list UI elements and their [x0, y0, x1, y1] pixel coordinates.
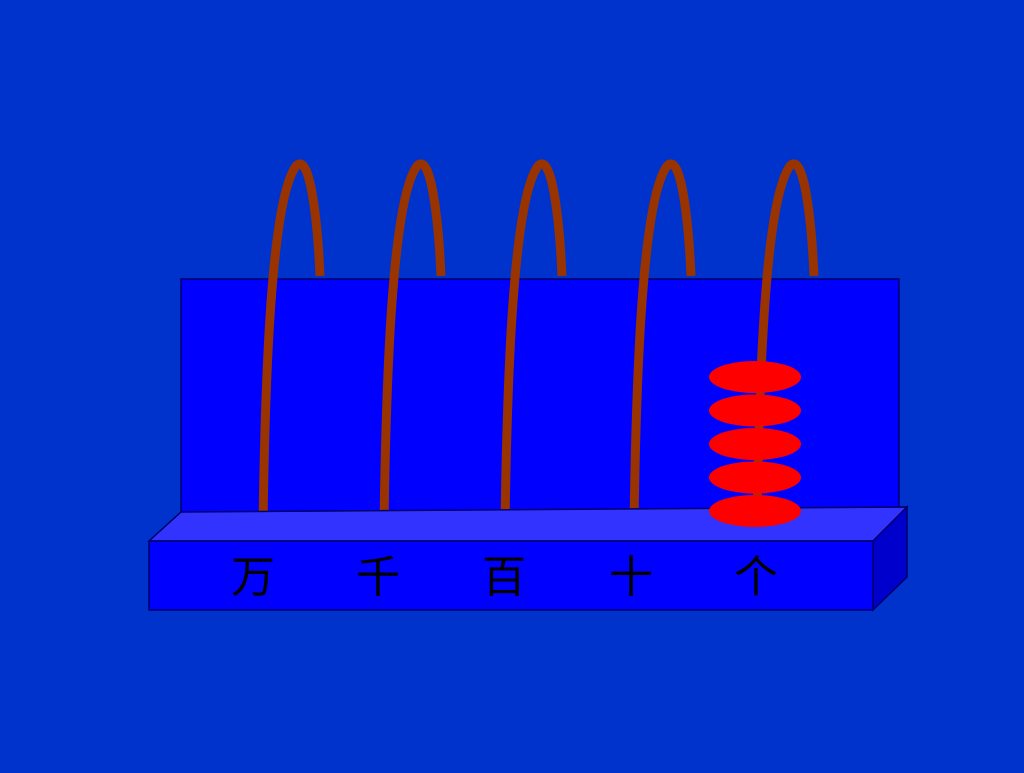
label-bai: 百: [482, 552, 526, 603]
rod-wan: [258, 159, 325, 528]
bead: [709, 428, 801, 460]
label-qian: 千: [356, 552, 400, 603]
bead: [709, 495, 801, 527]
beads-layer: [709, 361, 801, 527]
label-wan: 万: [231, 552, 275, 603]
bead: [709, 461, 801, 494]
rod-bai: [500, 159, 567, 528]
rod-qian: [379, 159, 446, 528]
bead: [709, 394, 801, 427]
bead: [709, 361, 801, 393]
rod-shi: [629, 159, 696, 528]
label-shi: 十: [609, 552, 653, 603]
abacus-base-front: [148, 540, 874, 611]
label-ge: 个: [734, 552, 778, 603]
